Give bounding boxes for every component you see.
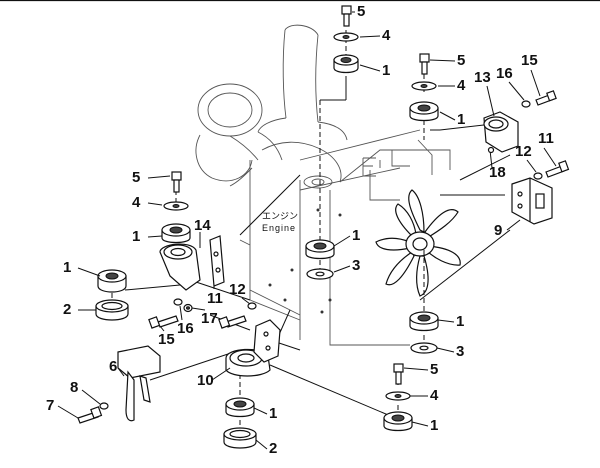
callout-11: 11	[207, 290, 223, 307]
left-lower-mount-stack	[95, 269, 129, 321]
bottom-right-mount-stack	[383, 363, 413, 432]
callout-16: 16	[496, 65, 513, 82]
callout-5: 5	[132, 169, 140, 186]
callout-17: 17	[201, 310, 218, 327]
bracket-9	[511, 177, 553, 225]
bottom-center-mount-stack	[223, 397, 257, 449]
callout-2: 2	[269, 440, 277, 457]
callout-13: 13	[474, 69, 491, 86]
callout-11: 11	[538, 130, 554, 147]
bracket-6-assembly	[77, 345, 161, 424]
callout-10: 10	[197, 372, 214, 389]
callout-15: 15	[521, 52, 538, 69]
callout-16: 16	[177, 320, 194, 337]
callout-1: 1	[352, 227, 360, 244]
callout-4: 4	[132, 194, 141, 211]
callout-3: 3	[352, 257, 360, 274]
callout-12: 12	[515, 143, 532, 160]
cooling-fan	[375, 189, 461, 297]
left-center-hardware	[148, 298, 257, 329]
callout-2: 2	[63, 301, 71, 318]
callout-1: 1	[456, 313, 464, 330]
left-upper-mount-stack	[161, 171, 191, 244]
top-mount-stack	[333, 5, 359, 74]
callout-5: 5	[430, 361, 438, 378]
bracket-14	[159, 235, 225, 291]
right-middle-mount-stack	[409, 311, 439, 354]
callout-leaders	[57, 11, 557, 450]
callout-8: 8	[70, 379, 78, 396]
bracket-13-assembly	[483, 90, 557, 169]
callout-1: 1	[457, 111, 465, 128]
callout-1: 1	[430, 417, 438, 434]
callout-4: 4	[457, 77, 466, 94]
callout-12: 12	[229, 281, 246, 298]
bracket-10	[225, 319, 281, 377]
right-washer-bolt	[533, 160, 570, 180]
callout-18: 18	[489, 164, 506, 181]
callout-1: 1	[132, 228, 140, 245]
callout-4: 4	[430, 387, 439, 404]
callout-4: 4	[382, 27, 391, 44]
callout-9: 9	[494, 222, 502, 239]
callout-7: 7	[46, 397, 54, 414]
callout-14: 14	[194, 217, 211, 234]
callout-5: 5	[457, 52, 465, 69]
right-upper-mount-stack	[409, 53, 439, 122]
center-mount-stack	[305, 239, 335, 280]
callout-1: 1	[63, 259, 71, 276]
callout-1: 1	[382, 62, 390, 79]
callout-1: 1	[269, 405, 277, 422]
engine-label-english: Engine	[262, 223, 296, 233]
callout-5: 5	[357, 3, 365, 20]
callout-15: 15	[158, 331, 175, 348]
engine-block-outline	[195, 24, 451, 346]
engine-label-japanese: エンジン	[262, 212, 298, 222]
callout-3: 3	[456, 343, 464, 360]
callout-6: 6	[109, 358, 117, 375]
